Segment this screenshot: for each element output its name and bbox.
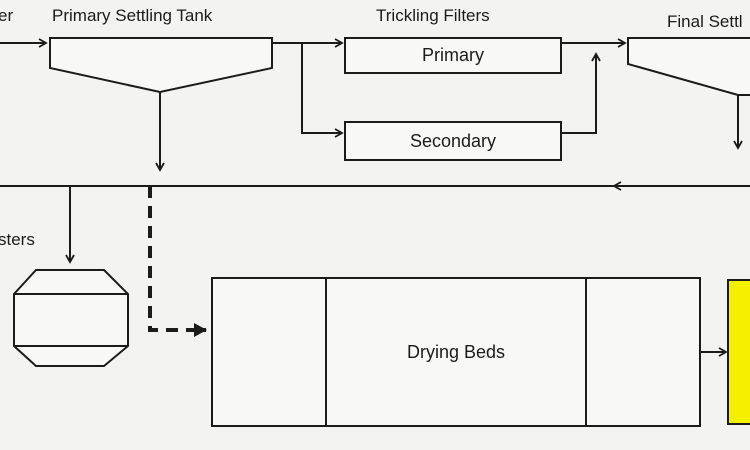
influent-label: er	[0, 6, 13, 25]
secondary-filter-label: Secondary	[410, 131, 496, 151]
primary-settling-tank	[49, 37, 273, 94]
final-settling-tank	[627, 37, 750, 96]
digester	[13, 269, 129, 367]
trickling-filters-label: Trickling Filters	[376, 6, 490, 25]
disposal-box	[727, 279, 750, 425]
secondary-return-arrow	[561, 52, 601, 134]
digested-sludge-dashed-line	[148, 186, 196, 332]
primary-filter-label: Primary	[422, 45, 484, 65]
drying-beds-label: Drying Beds	[407, 342, 505, 362]
secondary-trickling-filter	[344, 121, 562, 161]
final-settling-tank-label: Final Settl	[667, 12, 743, 31]
drying-beds	[211, 277, 701, 427]
flow-to-secondary-filter-arrow	[301, 43, 344, 138]
primary-settling-tank-label: Primary Settling Tank	[52, 6, 213, 25]
digesters-label: sters	[0, 230, 35, 249]
primary-trickling-filter	[344, 37, 562, 74]
